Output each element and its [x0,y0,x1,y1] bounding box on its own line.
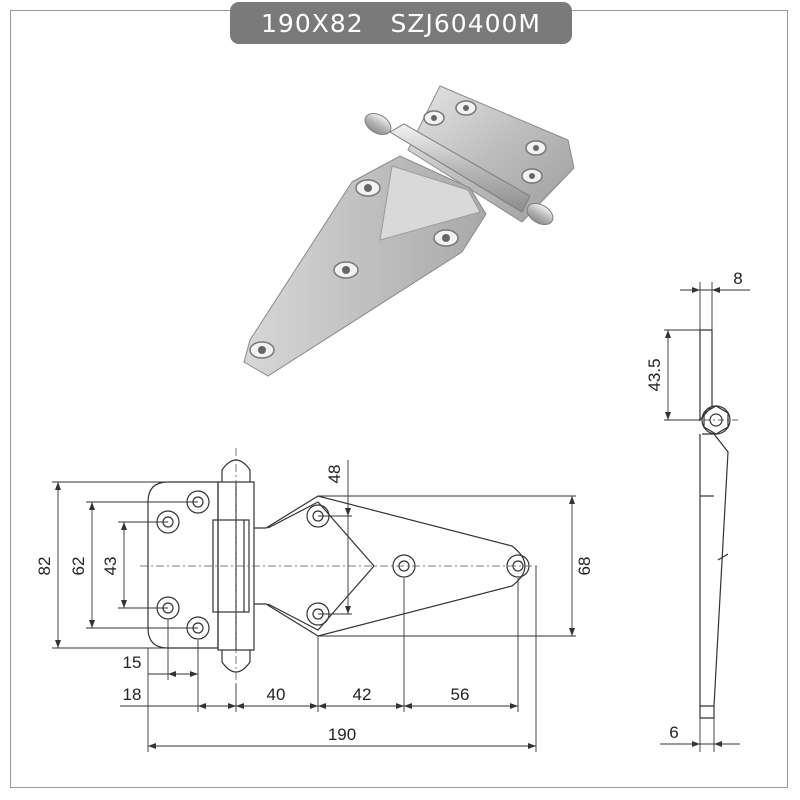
dim-68: 68 [575,557,594,576]
front-triangle-leaf [254,495,526,637]
dim-56: 56 [451,685,470,704]
photo-triangle-bevel [379,165,481,241]
dimension-arrows [55,482,575,749]
side-hex [703,405,729,435]
title-badge: 190X82 SZJ60400M [230,2,572,44]
dim-40: 40 [267,685,286,704]
dim-6: 6 [669,723,678,742]
side-triangle-leaf [699,433,729,719]
dim-42: 42 [353,685,372,704]
dim-190: 190 [328,725,356,744]
product-photo [243,85,575,377]
dim-18: 18 [123,685,142,704]
title-model: SZJ60400M [390,8,541,38]
title-size: 190X82 [261,8,364,38]
front-v-notch [267,501,375,631]
photo-pin-cap-bottom [526,203,554,225]
dim-48: 48 [325,465,344,484]
dim-43: 43 [101,557,120,576]
photo-pin-cap-top [364,113,392,135]
side-dimensions [660,282,750,752]
dim-8: 8 [733,269,742,288]
dim-82: 82 [35,557,54,576]
dim-62: 62 [69,557,88,576]
side-rect-leaf [699,329,713,422]
dim-15: 15 [123,653,142,672]
photo-knuckle [389,123,531,213]
side-view [690,329,740,719]
dim-43-5: 43.5 [645,358,664,391]
